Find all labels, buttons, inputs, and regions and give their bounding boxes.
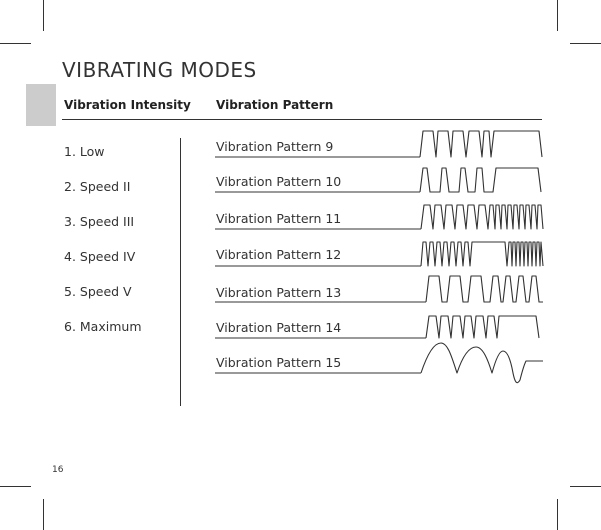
crop-mark [557, 499, 558, 530]
pattern-label: Vibration Pattern 13 [216, 285, 342, 300]
crop-mark [557, 0, 558, 31]
pattern-9-wave [419, 130, 543, 158]
pattern-column-header: Vibration Pattern [216, 98, 334, 112]
header-rule [62, 119, 542, 120]
column-divider [180, 138, 181, 406]
pattern-11-wave [420, 204, 544, 230]
pattern-15-waveform [215, 342, 543, 384]
pattern-label: Vibration Pattern 9 [216, 139, 334, 154]
pattern-14-wave [425, 315, 540, 339]
pattern-15-wave [420, 342, 543, 384]
pattern-13-waveform [215, 275, 543, 303]
intensity-item: 3. Speed III [64, 214, 135, 229]
intensity-item: 5. Speed V [64, 284, 132, 299]
pattern-12-wave [420, 241, 544, 267]
pattern-label: Vibration Pattern 11 [216, 211, 342, 226]
pattern-14-waveform [215, 315, 540, 339]
page-title: VIBRATING MODES [62, 58, 257, 82]
pattern-12-waveform [215, 241, 544, 267]
pattern-11-waveform [215, 204, 544, 230]
pattern-label: Vibration Pattern 12 [216, 247, 342, 262]
crop-mark [570, 43, 601, 44]
crop-mark [43, 499, 44, 530]
page-number: 16 [52, 465, 64, 475]
intensity-item: 6. Maximum [64, 319, 142, 334]
section-tab [26, 84, 56, 126]
crop-mark [0, 43, 31, 44]
intensity-item: 2. Speed II [64, 179, 131, 194]
intensity-column-header: Vibration Intensity [64, 98, 191, 112]
crop-mark [570, 486, 601, 487]
pattern-10-waveform [215, 167, 542, 193]
pattern-9-waveform [215, 130, 543, 158]
pattern-13-wave [425, 275, 543, 303]
intensity-item: 4. Speed IV [64, 249, 136, 264]
crop-mark [0, 486, 31, 487]
pattern-label: Vibration Pattern 15 [216, 355, 342, 370]
pattern-label: Vibration Pattern 14 [216, 320, 342, 335]
crop-mark [43, 0, 44, 31]
intensity-item: 1. Low [64, 144, 105, 159]
pattern-label: Vibration Pattern 10 [216, 174, 342, 189]
pattern-10-wave [419, 167, 542, 193]
